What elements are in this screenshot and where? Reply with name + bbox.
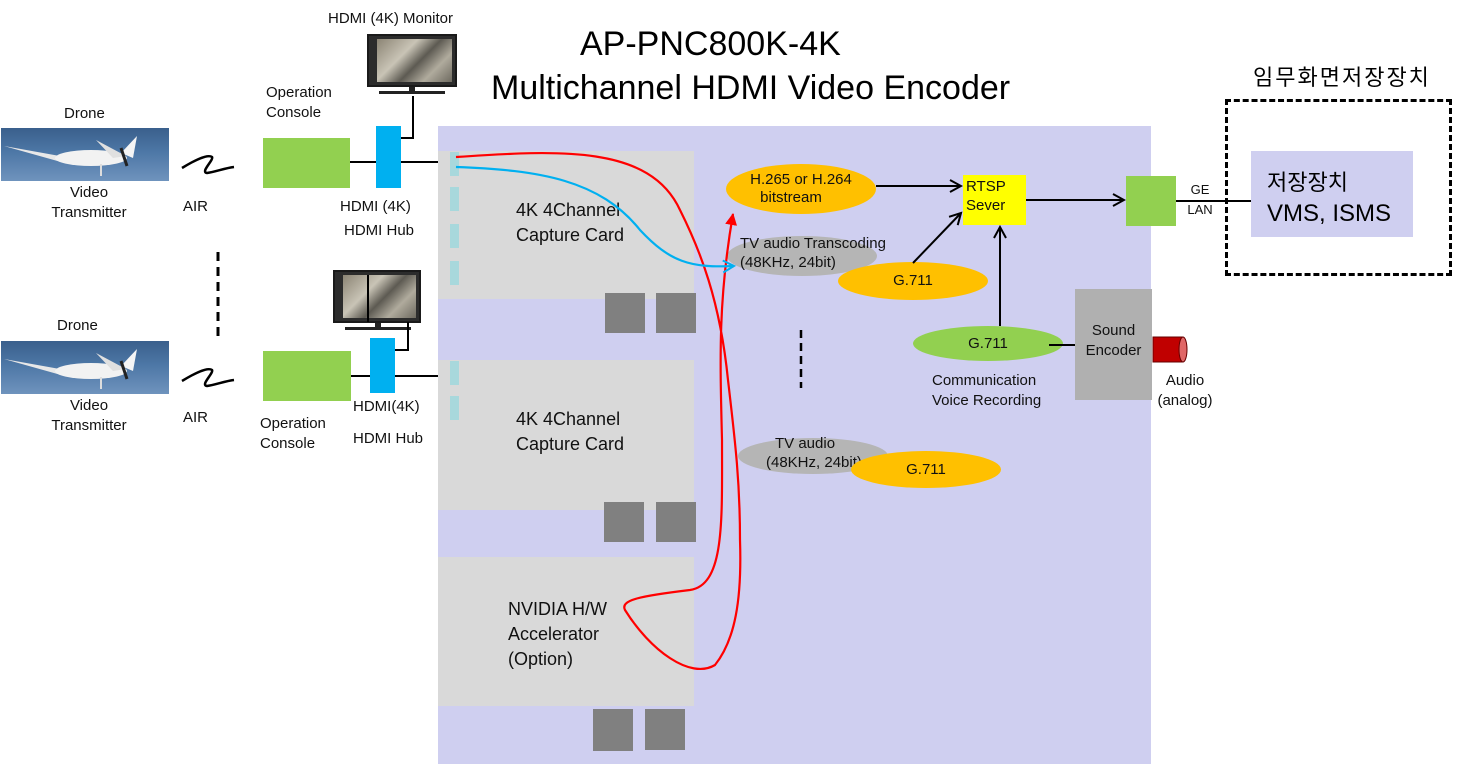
storage-line2: VMS, ISMS (1267, 200, 1392, 227)
hdmi-hub (376, 126, 401, 188)
hdmi-hub (370, 338, 395, 393)
g711-ellipse: G.711 (838, 262, 988, 300)
tv-audio-line2: (48KHz, 24bit) (740, 254, 836, 271)
hdmi-monitor (367, 34, 457, 96)
comm-line2: Voice Recording (932, 392, 1042, 409)
transmitter-line2: Transmitter (51, 417, 127, 434)
tv-audio-label: TV audio Transcoding (48KHz, 24bit) (740, 234, 886, 272)
drone-label: Drone (57, 317, 98, 334)
rtsp-line1: RTSP (966, 178, 1006, 195)
tv-audio-line1: TV audio (775, 435, 836, 452)
g711-ellipse: G.711 (851, 451, 1001, 488)
hdmi-input-port (450, 152, 459, 176)
product-description-title: Multichannel HDMI Video Encoder (491, 69, 1011, 107)
comm-line1: Communication (932, 372, 1037, 389)
bitstream-line2: bitstream (760, 189, 822, 206)
sound-encoder-line1: Sound (1091, 322, 1136, 339)
console-line1: Operation (266, 84, 332, 101)
console-line2: Console (260, 435, 316, 452)
bitstream-ellipse: H.265 or H.264 bitstream (726, 164, 876, 214)
drone-label: Drone (64, 105, 105, 122)
audio-jack-icon (1152, 336, 1188, 363)
sound-encoder-line2: Encoder (1085, 342, 1142, 359)
capture-card-2-label: 4K 4Channel Capture Card (516, 407, 624, 457)
capture-card-1-line2: Capture Card (516, 225, 625, 245)
wireless-link-icon (181, 368, 235, 388)
storage-group-title: 임무화면저장장치 (1253, 66, 1431, 91)
g711-comm-ellipse: G.711 (913, 326, 1063, 361)
accelerator-line1: NVIDIA H/W (508, 599, 608, 619)
capture-card-2-line1: 4K 4Channel (516, 409, 621, 429)
transmitter-line1: Video (69, 184, 109, 201)
hdmi-monitor (333, 270, 421, 332)
nvidia-accelerator-label: NVIDIA H/W Accelerator (Option) (508, 597, 607, 672)
card-connector (593, 709, 633, 751)
audio-line1: Audio (1165, 372, 1205, 389)
operation-console-label: Operation Console (266, 83, 332, 123)
bitstream-line1: H.265 or H.264 (750, 171, 852, 188)
drone-icon (4, 136, 137, 176)
operation-console (263, 138, 350, 188)
video-transmitter-label: Video Transmitter (40, 396, 138, 436)
hdmi-input-port (450, 224, 459, 248)
lan-label: LAN (1187, 202, 1213, 217)
drone-image (1, 128, 169, 181)
air-link-label: AIR (183, 409, 209, 426)
console-line2: Console (266, 104, 322, 121)
hdmi-hub-label: HDMI (4K) HDMI Hub (340, 197, 414, 241)
capture-card-2-line2: Capture Card (516, 434, 625, 454)
hub-line1: HDMI (4K) (340, 198, 411, 215)
card-connector (656, 293, 696, 333)
rtsp-server: RTSP Sever (963, 175, 1026, 225)
product-model-title: AP-PNC800K-4K (580, 25, 841, 63)
operation-console-label: Operation Console (260, 414, 326, 454)
communication-voice-label: Communication Voice Recording (932, 371, 1041, 411)
hdmi-input-port (450, 396, 459, 420)
capture-card-1-line1: 4K 4Channel (516, 200, 621, 220)
hdmi-hub-label: HDMI(4K) HDMI Hub (353, 397, 423, 449)
hdmi-input-port (450, 187, 459, 211)
card-connector (604, 502, 644, 542)
hdmi-input-port (450, 261, 459, 285)
operation-console (263, 351, 351, 401)
transmitter-line2: Transmitter (51, 204, 127, 221)
accelerator-line3: (Option) (508, 649, 574, 669)
card-connector (645, 709, 685, 750)
wireless-link-icon (181, 155, 235, 175)
storage-line1: 저장장치 (1267, 171, 1348, 196)
ge-label: GE (1190, 182, 1210, 197)
network-port (1126, 176, 1176, 226)
capture-card-1-label: 4K 4Channel Capture Card (516, 198, 624, 248)
video-transmitter-label: Video Transmitter (40, 183, 138, 223)
transmitter-line1: Video (69, 397, 109, 414)
hdmi-input-port (450, 361, 459, 385)
tv-audio-label: TV audio (48KHz, 24bit) (766, 434, 862, 472)
accelerator-line2: Accelerator (508, 624, 600, 644)
air-link-label: AIR (183, 198, 209, 215)
hdmi-monitor-label: HDMI (4K) Monitor (328, 10, 454, 27)
hub-line1: HDMI(4K) (353, 398, 420, 415)
storage-device: 저장장치 VMS, ISMS (1251, 151, 1413, 237)
console-line1: Operation (260, 415, 326, 432)
tv-audio-line2: (48KHz, 24bit) (766, 454, 862, 471)
storage-group-boundary (1225, 99, 1452, 276)
sound-encoder: Sound Encoder (1075, 289, 1152, 400)
drone-image (1, 341, 169, 394)
card-connector (656, 502, 696, 542)
card-connector (605, 293, 645, 333)
hub-line2: HDMI Hub (344, 222, 415, 239)
drone-icon (4, 349, 137, 389)
audio-line2: (analog) (1157, 392, 1213, 409)
tv-audio-line1: TV audio Transcoding (740, 235, 886, 252)
audio-input-label: Audio (analog) (1150, 371, 1220, 411)
hub-line2: HDMI Hub (353, 430, 424, 447)
ge-lan-label: GE LAN (1180, 180, 1220, 220)
rtsp-line2: Sever (966, 197, 1006, 214)
